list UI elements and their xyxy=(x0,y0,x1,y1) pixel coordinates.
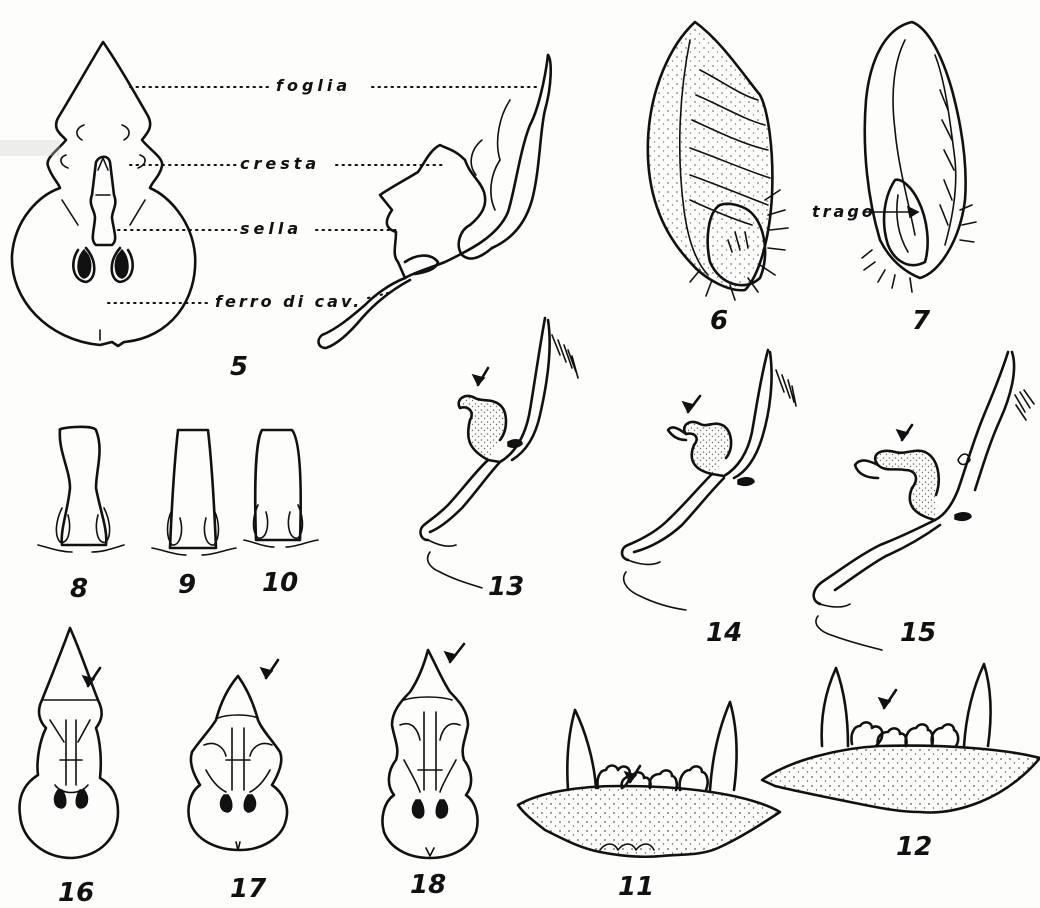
label-leaders xyxy=(108,87,538,303)
figure-18-front xyxy=(382,644,477,858)
figure-number-13: 13 xyxy=(488,574,524,600)
label-sella: sella xyxy=(240,221,302,237)
figure-number-18: 18 xyxy=(410,872,446,898)
figure-number-11: 11 xyxy=(618,874,654,900)
figure-5-front-view xyxy=(12,42,195,346)
figure-14-profile xyxy=(622,350,796,610)
figure-number-5: 5 xyxy=(230,354,248,380)
figure-number-7: 7 xyxy=(912,308,930,334)
figure-11-incisors xyxy=(518,702,780,857)
figure-13-profile xyxy=(421,318,578,588)
figure-17-front xyxy=(188,660,287,850)
figure-12-incisors xyxy=(762,664,1040,813)
figure-10-sella xyxy=(244,430,318,547)
figure-number-9: 9 xyxy=(178,572,196,598)
figure-8-sella xyxy=(38,427,124,552)
figure-16-front xyxy=(20,628,118,858)
figure-number-17: 17 xyxy=(230,876,266,902)
label-foglia: foglia xyxy=(276,78,351,94)
figure-number-10: 10 xyxy=(262,570,298,596)
figure-number-16: 16 xyxy=(58,880,94,906)
label-trago: trago xyxy=(812,204,876,220)
label-cresta: cresta xyxy=(240,156,320,172)
figure-number-12: 12 xyxy=(896,834,932,860)
figure-number-15: 15 xyxy=(900,620,936,646)
figure-number-14: 14 xyxy=(706,620,742,646)
figure-number-6: 6 xyxy=(710,308,728,334)
figure-7-ear-tragus xyxy=(862,22,976,292)
figure-9-sella xyxy=(152,430,236,555)
figure-6-ear xyxy=(648,22,788,300)
figure-number-8: 8 xyxy=(70,576,88,602)
label-ferro-di-cav: ferro di cav. xyxy=(215,294,362,310)
figure-15-profile xyxy=(814,352,1034,650)
